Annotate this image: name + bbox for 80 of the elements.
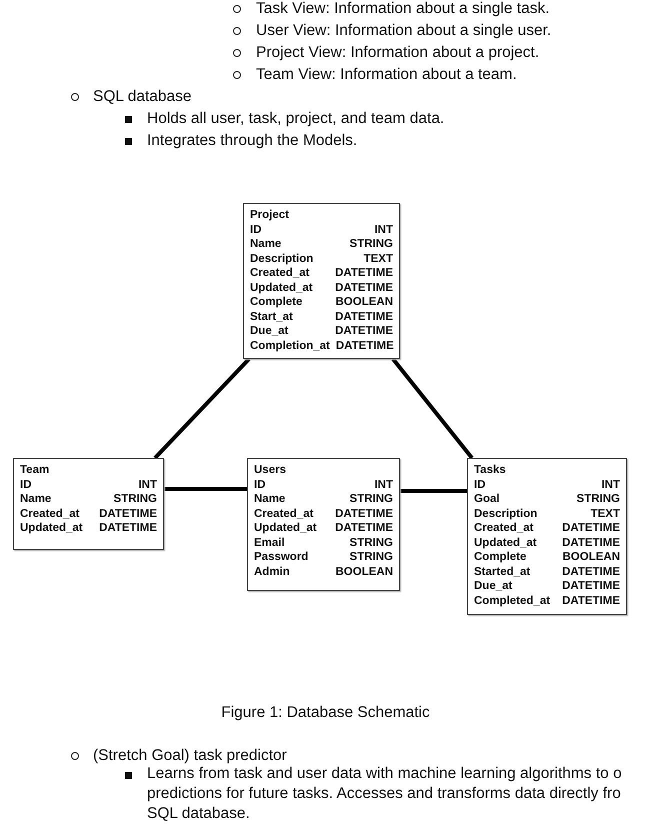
field-name: Password (254, 550, 308, 564)
field-name: Email (254, 536, 285, 550)
field-type: DATETIME (336, 338, 394, 353)
field-type: DATETIME (562, 521, 620, 536)
field-type: STRING (576, 492, 620, 506)
field-name: ID (254, 478, 266, 492)
field-name: ID (20, 478, 32, 492)
field-type: DATETIME (335, 521, 393, 536)
field-name: Description (250, 252, 314, 266)
table-name: Project (250, 208, 289, 222)
field-type: DATETIME (562, 536, 620, 550)
connector-line (154, 358, 250, 460)
field-type: TEXT (364, 252, 393, 266)
connector-line (164, 487, 247, 491)
field-type: INT (138, 478, 157, 492)
field-name: ID (474, 478, 486, 492)
field-name: Created_at (250, 266, 310, 280)
field-name: Created_at (20, 506, 80, 521)
table-box (467, 458, 627, 615)
table-name: Tasks (474, 463, 506, 478)
field-name: ID (250, 222, 262, 237)
list-item-text: User View: Information about a single user. (256, 21, 552, 41)
field-type: BOOLEAN (336, 295, 393, 310)
table-name: Team (20, 463, 50, 478)
field-type: INT (601, 478, 620, 492)
field-type: INT (374, 222, 393, 237)
table-box (243, 203, 400, 359)
field-type: DATETIME (335, 266, 393, 280)
field-name: Name (250, 237, 282, 252)
field-name: Created_at (474, 521, 534, 536)
field-name: Name (20, 492, 52, 506)
figure-caption: Figure 1: Database Schematic (220, 703, 431, 723)
field-name: Updated_at (254, 521, 317, 536)
list-item-text: Team View: Information about a team. (256, 65, 517, 85)
field-type: DATETIME (99, 521, 157, 536)
field-type: STRING (350, 550, 393, 564)
field-name: Start_at (250, 310, 293, 324)
field-name: Created_at (254, 506, 314, 521)
list-item-text: (Stretch Goal) task predictor (93, 746, 287, 766)
field-name: Updated_at (250, 280, 313, 295)
field-type: STRING (350, 536, 393, 550)
field-type: TEXT (590, 506, 620, 521)
field-name: Started_at (474, 564, 530, 579)
field-name: Due_at (474, 579, 512, 594)
field-name: Name (254, 492, 286, 506)
field-type: DATETIME (335, 324, 393, 338)
field-type: DATETIME (562, 594, 620, 608)
field-type: BOOLEAN (562, 550, 620, 564)
table-box (13, 458, 164, 550)
table-name: Users (254, 463, 286, 478)
field-name: Admin (254, 564, 290, 579)
field-name: Updated_at (20, 521, 83, 536)
field-name: Complete (474, 550, 526, 564)
field-name: Description (474, 506, 538, 521)
field-name: Due_at (250, 324, 288, 338)
field-type: DATETIME (335, 506, 393, 521)
field-type: DATETIME (335, 310, 393, 324)
field-type: STRING (350, 237, 393, 252)
field-type: BOOLEAN (336, 564, 393, 579)
field-type: STRING (114, 492, 157, 506)
field-name: Complete (250, 295, 302, 310)
field-type: STRING (350, 492, 393, 506)
list-item-text: Holds all user, task, project, and team data. (147, 109, 444, 129)
field-type: DATETIME (335, 280, 393, 295)
field-type: INT (374, 478, 393, 492)
paragraph: Learns from task and user data with machine learning algorithms to o predictions for future tasks. Accesses and transforms data directly fro SQL database. (147, 764, 623, 824)
connector-line (391, 358, 474, 460)
field-type: DATETIME (562, 579, 620, 594)
list-item-text: Integrates through the Models. (147, 131, 358, 151)
list-item-text: SQL database (93, 87, 192, 107)
list-item-text: Task View: Information about a single task. (256, 0, 550, 19)
connector-line (400, 489, 467, 493)
field-name: Completion_at (250, 338, 330, 353)
field-name: Goal (474, 492, 500, 506)
table-box (247, 458, 400, 591)
list-item-text: Project View: Information about a project. (256, 43, 540, 63)
field-type: DATETIME (562, 564, 620, 579)
field-name: Updated_at (474, 536, 537, 550)
field-name: Completed_at (474, 594, 550, 608)
field-type: DATETIME (99, 506, 157, 521)
